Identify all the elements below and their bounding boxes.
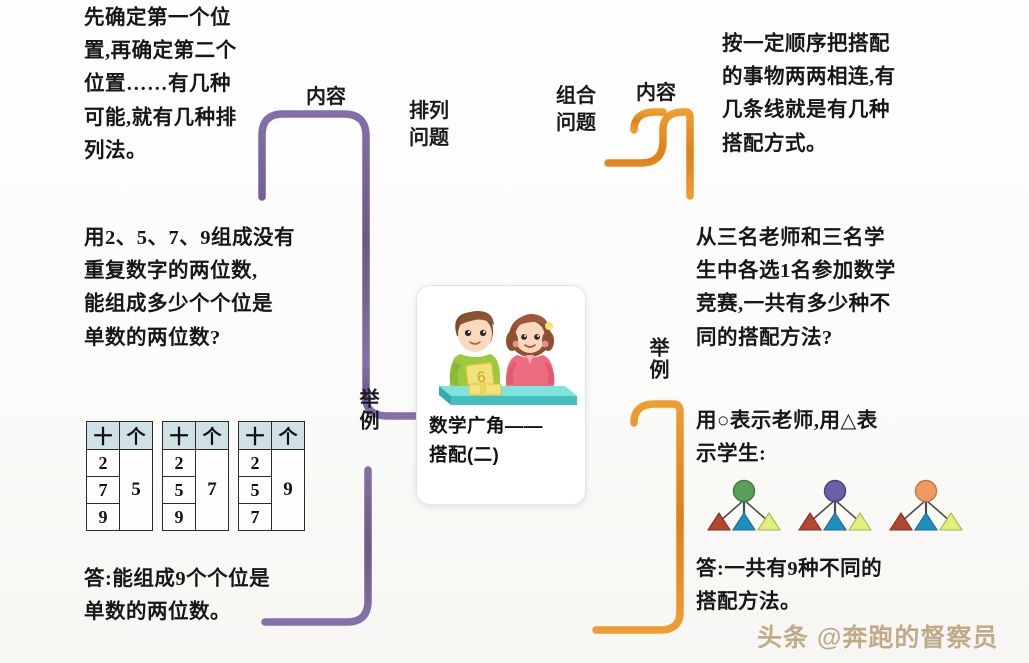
tens-cell: 7 (238, 503, 272, 531)
table-header-tens: 十 (86, 421, 120, 450)
matching-tree-diagrams (706, 478, 966, 534)
right-example-answer: 答:一共有9种不同的 搭配方法。 (696, 558, 883, 614)
permutation-tables: 十 个 2 5 7 9 十 个 2 7 5 9 十 (86, 421, 305, 531)
right-example-label: 举例 (646, 337, 668, 381)
orange-trunk-top (630, 108, 667, 134)
table-row: 十 个 2 9 5 7 (238, 421, 305, 531)
right-example-question: 从三名老师和三名学 生中各选1名参加数学 竞赛,一共有多少种不 同的搭配方法? (696, 227, 896, 349)
orange-example-branch (592, 400, 684, 634)
watermark: 头条 @奔跑的督察员 (757, 624, 999, 652)
tens-cell: 2 (162, 449, 196, 477)
ones-cell: 7 (195, 449, 229, 531)
left-content-text: 先确定第一个位 置,再确定第二个 位置……有几种 可能,就有几种排 列法。 (84, 7, 237, 162)
tens-cell: 5 (238, 476, 272, 504)
tree-diagram (888, 479, 964, 531)
tree-diagram (797, 479, 873, 531)
table-header-tens: 十 (162, 421, 196, 450)
central-topic-node[interactable]: 6 (416, 285, 586, 505)
left-content-label: 内容 (306, 86, 346, 108)
left-example-question: 用2、5、7、9组成没有 重复数字的两位数, 能组成多少个个位是 单数的两位数? (84, 227, 295, 349)
tens-cell: 5 (162, 476, 196, 504)
ones-cell: 9 (271, 449, 305, 531)
desk (439, 382, 577, 405)
ones-cell: 5 (119, 449, 153, 531)
girl-figure (506, 313, 555, 388)
left-example-answer: 答:能组成9个个位是 单数的两位数。 (84, 568, 271, 624)
tens-cell: 9 (86, 503, 120, 531)
right-branch-label: 组合 问题 (556, 85, 596, 134)
tree-diagram (706, 479, 782, 531)
tens-cell: 9 (162, 503, 196, 531)
two-children-at-desk-illustration: 6 (439, 310, 577, 405)
right-content-label: 内容 (636, 82, 676, 104)
table-header-ones: 个 (271, 421, 305, 450)
table-row: 十 个 2 7 5 9 (162, 421, 229, 531)
tens-cell: 2 (238, 449, 272, 477)
table-header-ones: 个 (119, 421, 153, 450)
left-branch-label: 排列 问题 (409, 100, 449, 149)
boy-figure: 6 (449, 310, 500, 390)
table-row: 十 个 2 5 7 9 (86, 421, 153, 531)
tens-cell: 7 (86, 476, 120, 504)
orange-content-branch (604, 108, 694, 200)
right-content-text: 按一定顺序把搭配 的事物两两相连,有 几条线就是有几种 搭配方式。 (722, 33, 896, 155)
right-example-legend: 用○表示老师,用△表 示学生: (696, 410, 878, 466)
tens-cell: 2 (86, 449, 120, 477)
center-node-title: 数学广角—— 搭配(二) (429, 415, 544, 465)
left-example-label: 举例 (356, 388, 378, 432)
table-header-ones: 个 (195, 421, 229, 450)
svg-text:6: 6 (476, 368, 486, 386)
table-header-tens: 十 (238, 421, 272, 450)
